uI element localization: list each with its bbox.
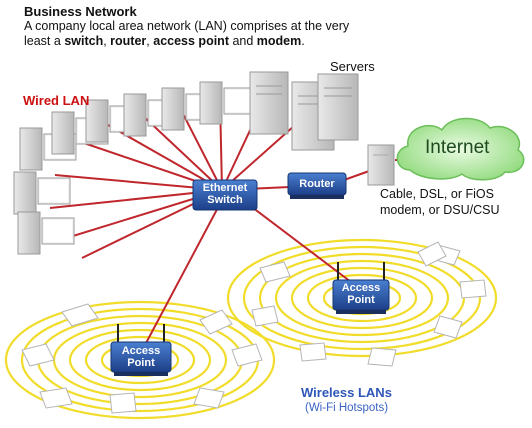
laptop-icon (231, 343, 263, 367)
laptop-icon (199, 309, 233, 335)
separator: , (146, 34, 154, 48)
description-text: A company local area network (LAN) compr… (24, 19, 350, 48)
wifi-hotspots-label: (Wi-Fi Hotspots) (305, 402, 389, 414)
workstation-icons (13, 81, 257, 255)
desktop-computer-icon (199, 81, 257, 125)
laptop-icon (367, 347, 397, 367)
laptop-icon (61, 303, 99, 327)
wireless-lans-label: Wireless LANs (301, 385, 392, 400)
laptop-icon (193, 387, 225, 409)
description: A company local area network (LAN) compr… (24, 19, 369, 49)
router-label: Router (299, 178, 335, 190)
separator: , (103, 34, 111, 48)
server-icons (249, 71, 359, 151)
desktop-computer-icon (13, 171, 71, 215)
ethernet-switch-box (192, 179, 258, 211)
laptop-icon (39, 387, 73, 409)
access-point-term: access point (153, 34, 229, 48)
switch-term: switch (64, 34, 104, 48)
laptop-icon (251, 305, 279, 327)
router-box (287, 172, 347, 199)
page-title: Business Network (24, 4, 137, 19)
desktop-computer-icon (17, 211, 75, 255)
laptop-icon (459, 279, 487, 299)
access-point-label-left: Access Point (121, 345, 161, 369)
internet-label: Internet (425, 137, 490, 158)
server-tower-icon (317, 73, 359, 141)
modem-term: modem (256, 34, 302, 48)
description-end: . (301, 34, 305, 48)
router-term: router (110, 34, 147, 48)
laptop-icon (109, 392, 137, 414)
access-point-label-right: Access Point (341, 282, 381, 306)
laptop-icons (21, 241, 487, 414)
laptop-icon (259, 261, 291, 283)
internet-cloud-icon (396, 117, 525, 181)
server-tower-icon (249, 71, 289, 135)
modem-icon (367, 144, 395, 186)
laptop-icon (433, 315, 463, 339)
wired-lan-label: Wired LAN (23, 93, 90, 108)
access-point-box-left (110, 324, 172, 376)
laptop-icon (417, 241, 447, 267)
laptop-icon (21, 343, 55, 367)
modem-label: Cable, DSL, or FiOS modem, or DSU/CSU (380, 187, 500, 217)
ethernet-switch-label: Ethernet Switch (202, 182, 248, 206)
laptop-icon (299, 342, 327, 362)
separator: and (228, 34, 257, 48)
access-point-box-right (332, 262, 390, 314)
servers-label: Servers (330, 59, 375, 74)
